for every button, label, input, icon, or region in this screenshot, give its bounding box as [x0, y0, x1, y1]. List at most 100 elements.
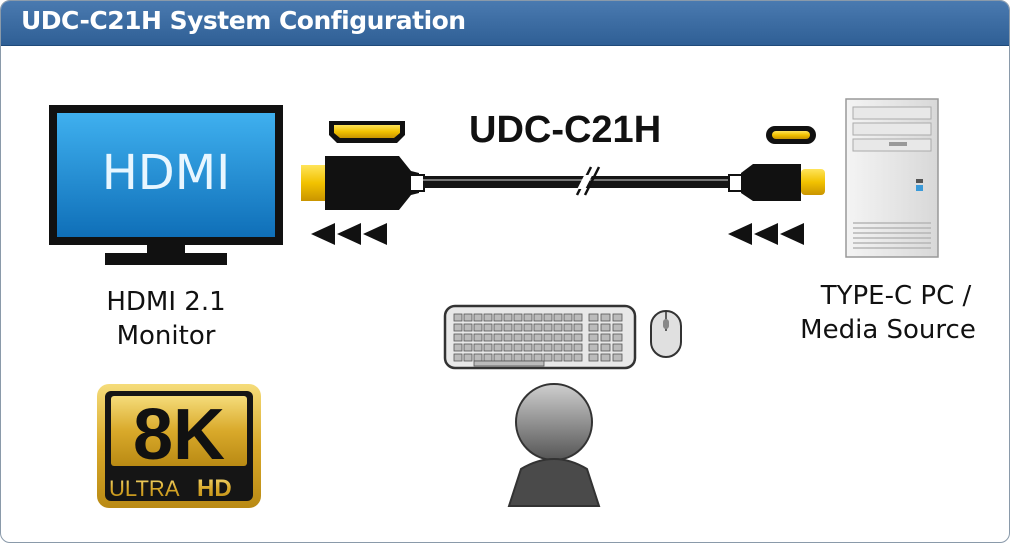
keyboard-key: [473, 313, 483, 322]
keyboard-key: [493, 353, 503, 362]
keyboard-key: [543, 313, 553, 322]
keyboard-key: [543, 323, 553, 332]
source-label-line2: Media Source: [800, 315, 976, 345]
keyboard-key: [533, 343, 543, 352]
keyboard-key: [493, 313, 503, 322]
keyboard-key: [493, 323, 503, 332]
keyboard-key: [588, 343, 599, 352]
direction-arrows-icon: [728, 223, 804, 245]
keyboard-key: [553, 343, 563, 352]
keyboard-key: [600, 353, 611, 362]
keyboard-key: [573, 333, 583, 342]
keyboard-key: [612, 323, 623, 332]
monitor-label-line1: HDMI 2.1: [106, 287, 226, 317]
source-label-line1: TYPE-C PC /: [820, 281, 972, 311]
keyboard-key: [503, 333, 513, 342]
keyboard-key: [553, 353, 563, 362]
keyboard-key: [533, 333, 543, 342]
keyboard-key: [588, 353, 599, 362]
keyboard-key: [543, 333, 553, 342]
keyboard-key: [573, 323, 583, 332]
keyboard-key: [543, 353, 553, 362]
badge-8k-text: 8K: [133, 395, 225, 475]
keyboard-key: [553, 323, 563, 332]
keyboard-key: [553, 333, 563, 342]
keyboard-key: [513, 353, 523, 362]
keyboard-key: [473, 353, 483, 362]
usb-c-connector-icon: [766, 126, 816, 144]
keyboard-key: [453, 323, 463, 332]
page-title: UDC-C21H System Configuration: [21, 6, 466, 35]
keyboard-key: [493, 343, 503, 352]
keyboard-key: [612, 353, 623, 362]
keyboard-key: [573, 313, 583, 322]
keyboard-key: [573, 353, 583, 362]
keyboard-key: [523, 333, 533, 342]
cable-title: UDC-C21H: [469, 109, 662, 151]
keyboard-key: [563, 333, 573, 342]
keyboard-key: [483, 333, 493, 342]
keyboard-key: [473, 333, 483, 342]
keyboard-key: [513, 313, 523, 322]
keyboard-key: [483, 313, 493, 322]
keyboard-key: [503, 323, 513, 332]
keyboard-key: [600, 333, 611, 342]
keyboard-key: [563, 313, 573, 322]
keyboard-key: [463, 323, 473, 332]
keyboard-key: [493, 333, 503, 342]
mouse-icon: [650, 310, 682, 358]
keyboard-key: [533, 323, 543, 332]
keyboard-key: [612, 343, 623, 352]
keyboard-key: [463, 343, 473, 352]
keyboard-key: [453, 343, 463, 352]
keyboard-key: [503, 353, 513, 362]
keyboard-key: [612, 333, 623, 342]
8k-ultra-hd-badge: 8K ULTRA HD: [97, 384, 261, 508]
keyboard-key: [588, 313, 599, 322]
keyboard-key: [588, 323, 599, 332]
keyboard-key: [453, 333, 463, 342]
keyboard-key: [600, 313, 611, 322]
keyboard-key: [473, 360, 545, 367]
keyboard-key: [553, 313, 563, 322]
user-icon: [507, 383, 601, 507]
monitor-screen-text: HDMI: [102, 145, 231, 201]
keyboard-key: [563, 343, 573, 352]
keyboard-key: [533, 353, 543, 362]
monitor-icon: HDMI: [49, 105, 283, 265]
keyboard-key: [543, 343, 553, 352]
keyboard-key: [523, 353, 533, 362]
keyboard-key: [513, 333, 523, 342]
keyboard-key: [503, 343, 513, 352]
keyboard-key: [463, 313, 473, 322]
keyboard-key: [573, 343, 583, 352]
keyboard-key: [523, 323, 533, 332]
keyboard-key: [463, 353, 473, 362]
hdmi-connector-icon: [329, 121, 405, 143]
monitor-label-line2: Monitor: [116, 321, 216, 351]
keyboard-key: [523, 343, 533, 352]
keyboard-key: [533, 313, 543, 322]
direction-arrows-icon: [311, 223, 387, 245]
keyboard-key: [600, 343, 611, 352]
keyboard-key: [483, 323, 493, 332]
keyboard-icon: [443, 304, 637, 370]
keyboard-key: [513, 343, 523, 352]
keyboard-key: [463, 333, 473, 342]
keyboard-key: [473, 323, 483, 332]
cable: [301, 156, 825, 210]
header-bar: UDC-C21H System Configuration: [1, 1, 1009, 46]
keyboard-key: [523, 313, 533, 322]
badge-hd-text: HD: [197, 475, 232, 502]
keyboard-key: [453, 313, 463, 322]
keyboard-key: [563, 353, 573, 362]
keyboard-key: [588, 333, 599, 342]
keyboard-key: [503, 313, 513, 322]
keyboard-key: [483, 343, 493, 352]
pc-tower-icon: [845, 98, 939, 258]
keyboard-key: [483, 353, 493, 362]
keyboard-key: [473, 343, 483, 352]
keyboard-key: [612, 313, 623, 322]
